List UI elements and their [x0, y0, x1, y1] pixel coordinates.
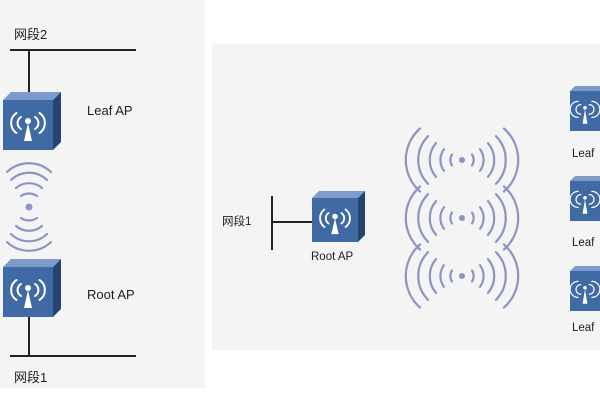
- leaf-ap-icon: [3, 92, 61, 155]
- segment-1-label: 网段1: [14, 370, 48, 385]
- wireless-wave-icon: [404, 127, 520, 309]
- right-diagram-background: [212, 44, 600, 350]
- leaf-ap-2-label: Leaf: [572, 237, 595, 249]
- leaf-ap-label: Leaf AP: [87, 103, 133, 118]
- right-segment-1-label: 网段1: [222, 216, 252, 228]
- right-root-ap-label: Root AP: [311, 251, 354, 263]
- right-root-ap-icon: [312, 191, 365, 247]
- segment-2-label: 网段2: [14, 27, 48, 42]
- leaf-ap-3-icon: [569, 266, 600, 316]
- leaf-ap-2-icon: [569, 176, 600, 226]
- root-ap-icon: [3, 259, 61, 322]
- leaf-ap-1-icon: [569, 86, 600, 136]
- leaf-ap-1-label: Leaf: [572, 148, 595, 160]
- wireless-wave-icon: [5, 162, 53, 252]
- root-ap-label: Root AP: [87, 287, 135, 302]
- leaf-ap-3-label: Leaf: [572, 322, 595, 334]
